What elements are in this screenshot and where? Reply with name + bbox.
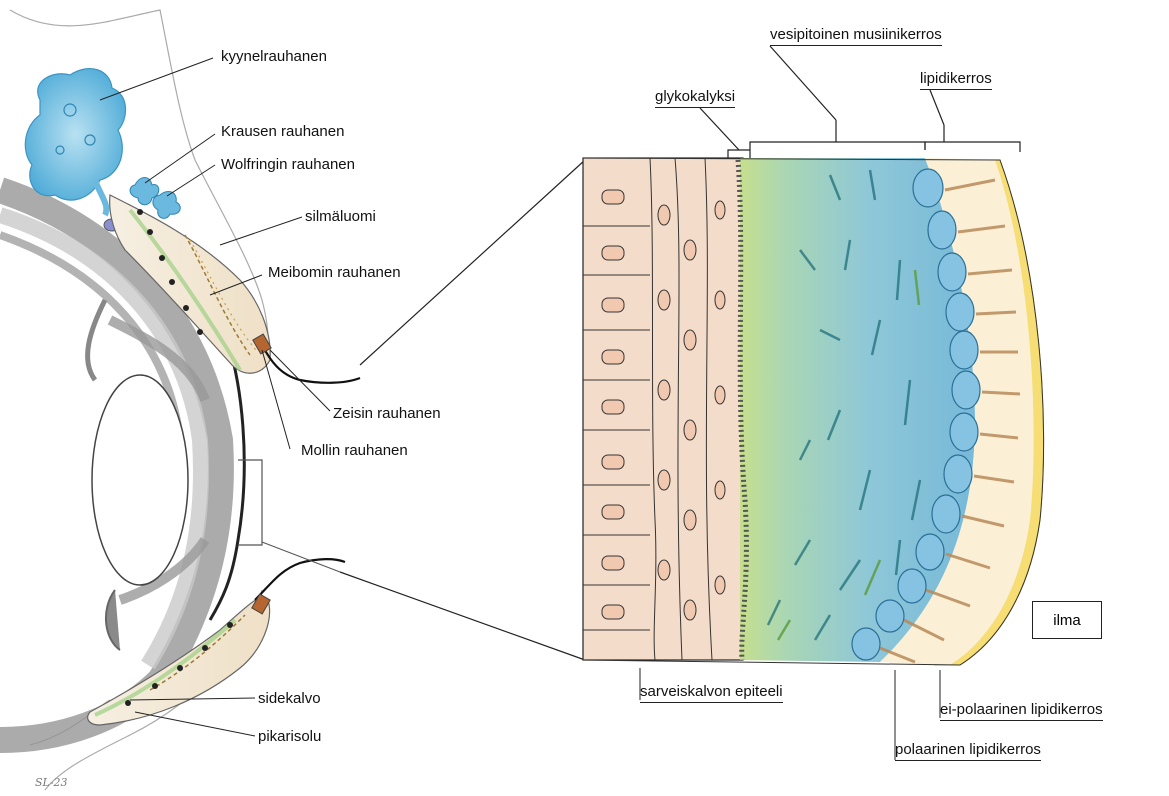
label-silmaluomi: silmäluomi xyxy=(305,208,376,226)
label-wolfringin-rauhanen: Wolfringin rauhanen xyxy=(221,156,355,174)
layer-brackets xyxy=(700,46,1020,158)
label-sidekalvo: sidekalvo xyxy=(258,690,321,708)
label-ei-polaarinen-lipidikerros: ei-polaarinen lipidikerros xyxy=(940,701,1103,721)
label-krausen-rauhanen: Krausen rauhanen xyxy=(221,123,344,141)
label-meibomin-rauhanen: Meibomin rauhanen xyxy=(268,264,401,282)
label-ilma-box: ilma xyxy=(1032,601,1102,639)
label-vesipitoinen-musiinikerros: vesipitoinen musiinikerros xyxy=(770,26,942,46)
label-glykokalyksi: glykokalyksi xyxy=(655,88,735,108)
label-kyynelrauhanen: kyynelrauhanen xyxy=(221,48,327,66)
tear-film-magnified xyxy=(583,158,1044,665)
artist-signature: SL-23 xyxy=(35,776,68,789)
label-mollin-rauhanen: Mollin rauhanen xyxy=(301,442,408,460)
label-polaarinen-lipidikerros: polaarinen lipidikerros xyxy=(895,741,1041,761)
label-pikarisolu: pikarisolu xyxy=(258,728,321,746)
label-ilma: ilma xyxy=(1053,612,1081,629)
label-zeisin-rauhanen: Zeisin rauhanen xyxy=(333,405,441,423)
label-lipidikerros: lipidikerros xyxy=(920,70,992,90)
label-sarveiskalvon-epiteeli: sarveiskalvon epiteeli xyxy=(640,683,783,703)
